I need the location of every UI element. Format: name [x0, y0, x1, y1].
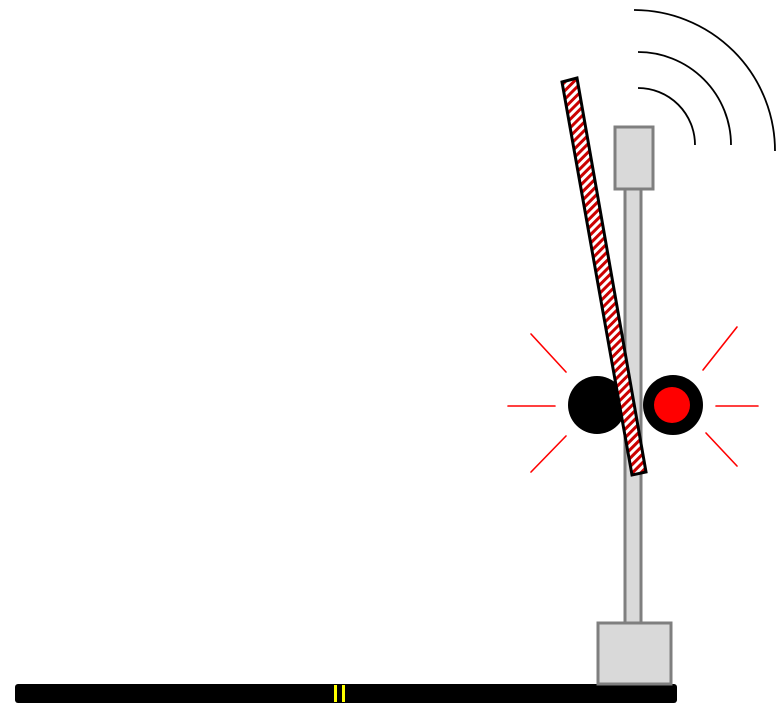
flash-ray — [531, 436, 566, 472]
flash-ray — [531, 334, 566, 372]
right-light-on — [654, 387, 690, 423]
flash-ray — [706, 433, 737, 466]
road-center-marking-right — [342, 685, 345, 702]
wireless-signal-icon — [634, 10, 775, 151]
post-top-cap — [615, 127, 653, 189]
road-surface — [15, 684, 677, 703]
flash-ray — [703, 327, 737, 370]
road-center-marking-left — [334, 685, 337, 702]
post-base — [598, 623, 671, 684]
road — [15, 684, 677, 703]
